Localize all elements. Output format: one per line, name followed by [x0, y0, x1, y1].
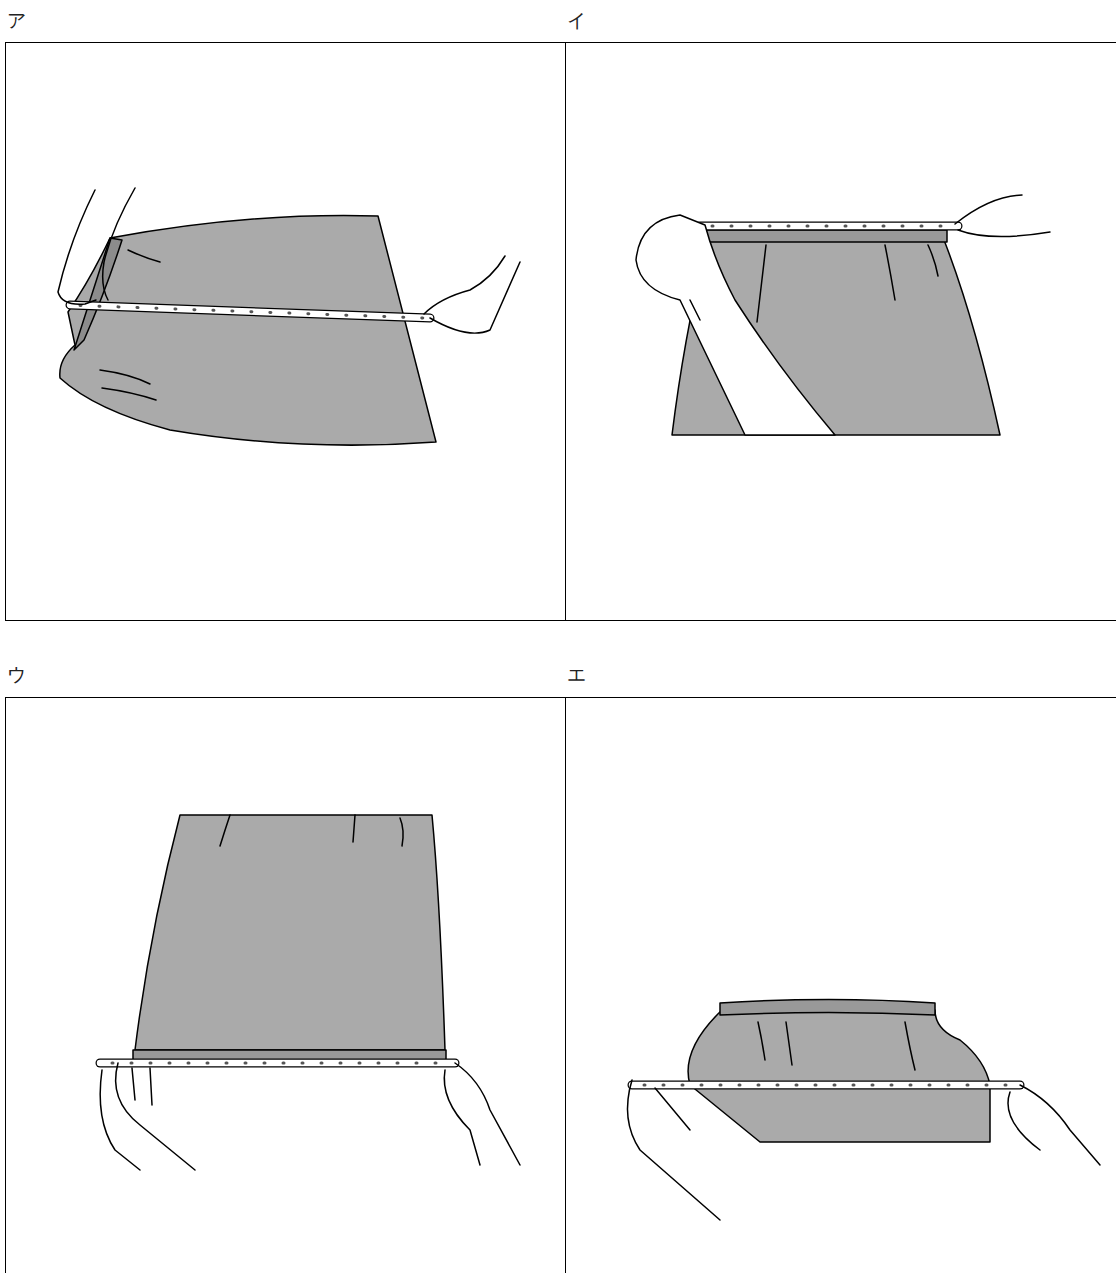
- panel-frame: [565, 42, 1116, 621]
- fold-line: [100, 370, 150, 384]
- panel-label: エ: [567, 662, 586, 686]
- hand-outline: [1008, 1092, 1040, 1150]
- skirt-body: [60, 215, 436, 445]
- panel-frame: [565, 697, 1116, 1273]
- skirt-figure-a: [58, 188, 520, 445]
- tape-measure-edge: [700, 222, 958, 231]
- figure-panel: ア: [5, 8, 566, 621]
- hand-outline: [116, 1063, 195, 1170]
- hand-outline: [958, 230, 1050, 237]
- tape-measure: [100, 1060, 455, 1067]
- tape-ticks: [712, 225, 952, 228]
- hand-outline: [58, 190, 96, 304]
- tape-measure-edge: [70, 305, 430, 318]
- tape-ticks: [644, 1084, 1014, 1087]
- hand-outline: [955, 195, 1022, 224]
- fold-line: [757, 245, 766, 322]
- hand-outline: [655, 1088, 690, 1130]
- waistband: [705, 230, 947, 242]
- panel-label: ウ: [7, 662, 26, 686]
- fold-line: [758, 1022, 765, 1060]
- tape-measure-edge: [100, 1059, 455, 1068]
- fold-line: [400, 818, 403, 846]
- hand-outline: [430, 262, 520, 333]
- hand-outline: [100, 1070, 140, 1170]
- fold-line: [353, 815, 355, 842]
- hand-outline: [103, 188, 135, 300]
- hand-outline: [424, 256, 505, 314]
- finger-lines: [132, 1068, 152, 1105]
- fold-line: [905, 1022, 915, 1070]
- tape-ticks: [112, 1062, 450, 1065]
- tape-measure: [632, 1082, 1020, 1089]
- arm: [636, 215, 835, 435]
- panel-frame: [5, 42, 566, 621]
- panel-frame: [5, 697, 566, 1273]
- panel-label: ア: [7, 8, 26, 32]
- fold-line: [928, 245, 938, 276]
- panel-label: イ: [567, 8, 586, 32]
- figure-panel: イ: [565, 8, 1116, 621]
- hand-outline: [1020, 1085, 1100, 1165]
- skirt-body: [135, 815, 445, 1050]
- skirt-body: [672, 240, 1000, 435]
- skirt-figure-e: [628, 1000, 1101, 1221]
- skirt-figure-u: [100, 815, 520, 1170]
- tape-measure: [700, 223, 958, 230]
- hem-band: [133, 1050, 446, 1060]
- fold-line: [102, 388, 156, 400]
- tape-ticks: [80, 306, 425, 319]
- skirt-figure-i: [636, 195, 1050, 435]
- hand-outline: [444, 1070, 480, 1165]
- fold-line: [128, 250, 160, 262]
- waistband: [720, 1000, 935, 1016]
- fold-line: [220, 815, 230, 846]
- figure-panel: ウ: [5, 662, 566, 1273]
- waistband: [74, 238, 122, 350]
- skirt-body: [688, 1010, 990, 1142]
- tape-measure-edge: [632, 1081, 1020, 1090]
- fold-line: [786, 1022, 792, 1065]
- hand-outline: [455, 1063, 520, 1165]
- hand-outline: [628, 1080, 721, 1220]
- hand-outline: [690, 300, 700, 320]
- fold-line: [885, 245, 895, 300]
- figure-panel: エ: [565, 662, 1116, 1273]
- tape-measure: [70, 305, 430, 318]
